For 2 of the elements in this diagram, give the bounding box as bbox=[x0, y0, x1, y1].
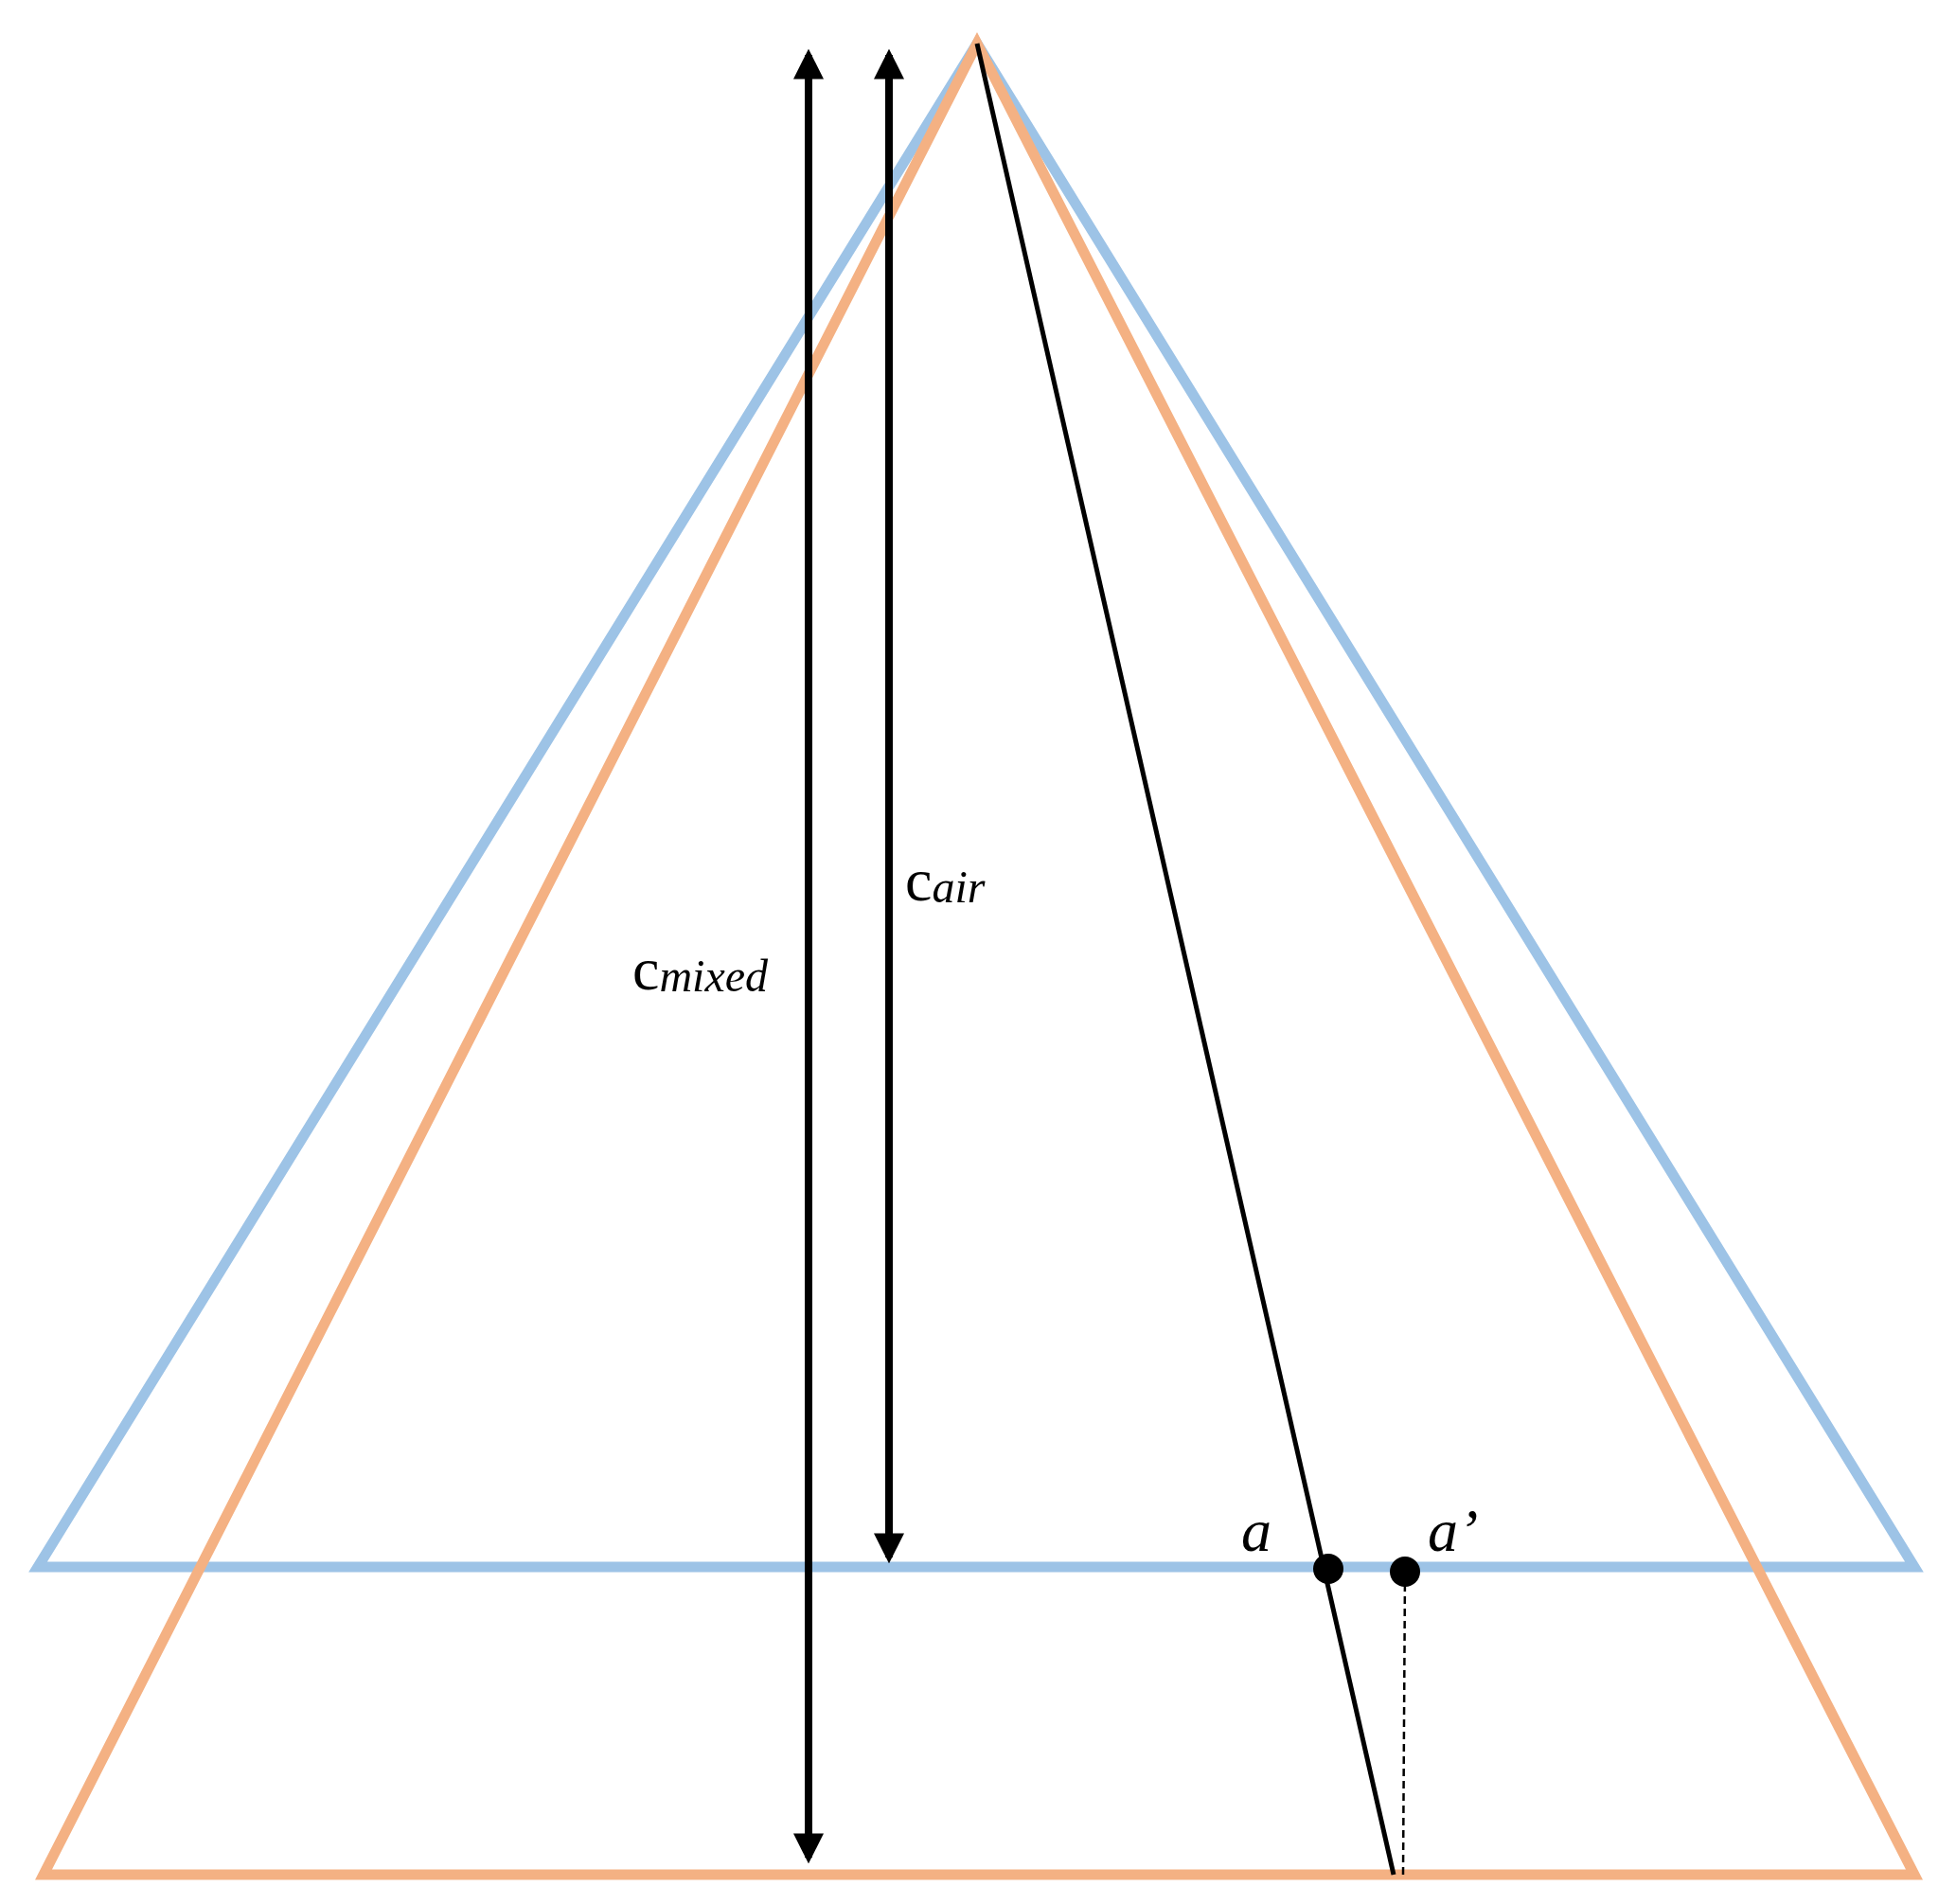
variable-label: a bbox=[1241, 1501, 1271, 1561]
variable-label: a’ bbox=[1428, 1501, 1479, 1561]
